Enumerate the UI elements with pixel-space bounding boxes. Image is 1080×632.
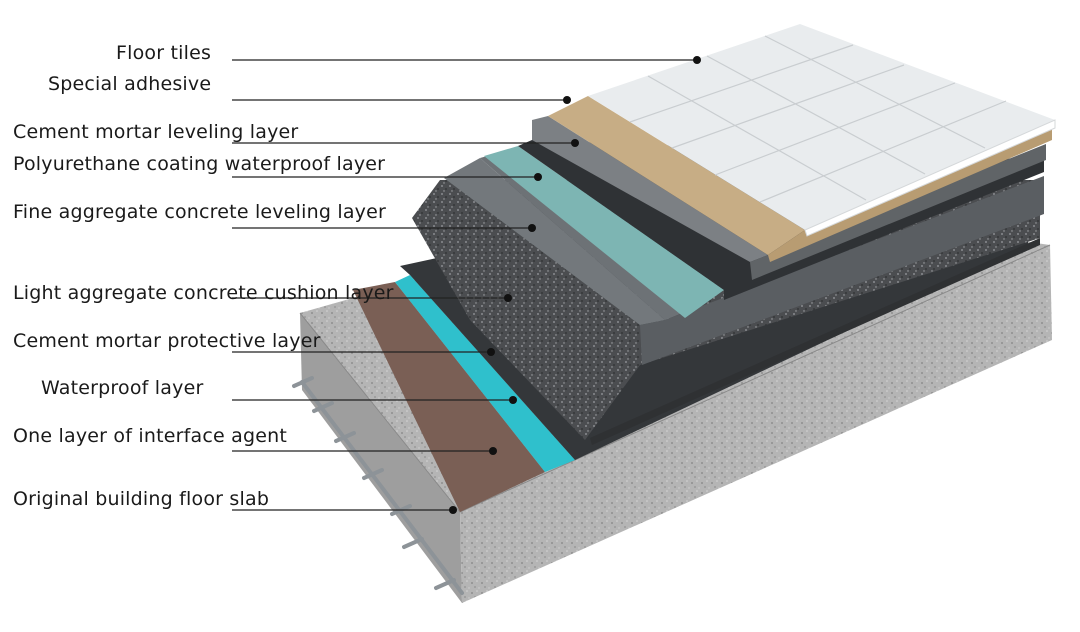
- label-floor-tiles: Floor tiles: [116, 42, 212, 64]
- floor-tiles-block: [588, 24, 1056, 237]
- leader-dot-light-aggregate-concrete: [504, 294, 512, 302]
- label-waterproof-layer: Waterproof layer: [41, 377, 204, 399]
- tile-grid: [629, 35, 1007, 203]
- tiles-front: [804, 119, 1056, 237]
- slab-side-front: [460, 245, 1052, 603]
- leader-dot-original-slab: [449, 506, 457, 514]
- leader-dot-cement-mortar-protective: [487, 348, 495, 356]
- leader-dot-waterproof: [509, 396, 517, 404]
- leader-dot-interface-agent: [489, 447, 497, 455]
- cushion-front: [590, 238, 1040, 445]
- label-cement-mortar-protective: Cement mortar protective layer: [13, 330, 321, 352]
- interface-agent-strip: [353, 282, 545, 512]
- label-polyurethane-coating: Polyurethane coating waterproof layer: [13, 153, 386, 175]
- label-original-floor-slab: Original building floor slab: [13, 488, 270, 510]
- leader-lines: [232, 59, 697, 511]
- leader-dot-floor-tiles: [693, 56, 701, 64]
- mortar-leveling-front: [750, 144, 1046, 280]
- label-interface-agent: One layer of interface agent: [13, 425, 288, 447]
- polyurethane-strip: [484, 146, 724, 318]
- mortar-leveling-top: [532, 116, 768, 262]
- adhesive-top: [548, 96, 805, 255]
- leader-dot-cement-mortar-leveling: [571, 139, 579, 147]
- tiles-top: [588, 24, 1055, 230]
- slab-side-left: [300, 313, 462, 603]
- label-cement-mortar-leveling: Cement mortar leveling layer: [13, 121, 299, 143]
- leader-dots: [449, 56, 701, 514]
- leader-dot-special-adhesive: [563, 96, 571, 104]
- label-light-aggregate-concrete: Light aggregate concrete cushion layer: [13, 282, 394, 304]
- label-fine-aggregate-concrete: Fine aggregate concrete leveling layer: [13, 201, 387, 223]
- leader-dot-polyurethane-coating: [534, 173, 542, 181]
- leader-dot-fine-aggregate-concrete: [528, 224, 536, 232]
- adhesive-front: [768, 128, 1052, 262]
- fine-concrete-top: [444, 158, 665, 325]
- label-special-adhesive: Special adhesive: [48, 73, 212, 95]
- waterproof-strip: [395, 275, 575, 472]
- fine-concrete-front: [640, 176, 1044, 365]
